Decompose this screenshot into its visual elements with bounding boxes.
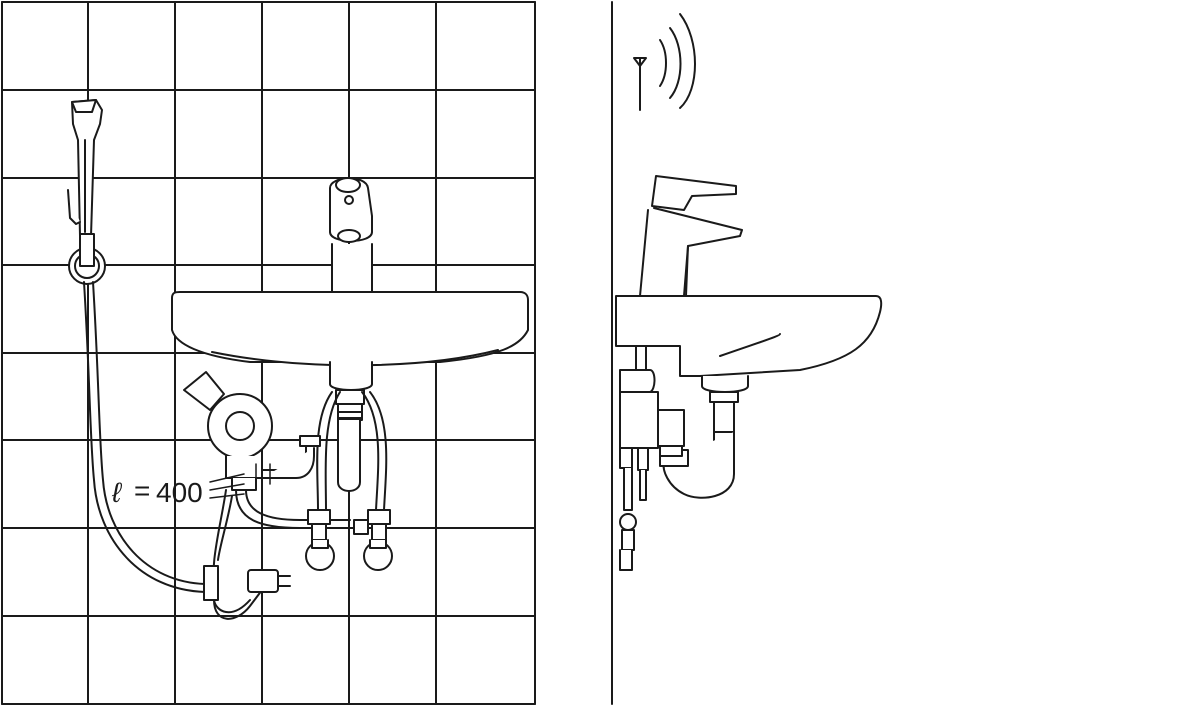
dimension-equals: = xyxy=(134,475,150,506)
shower-holder xyxy=(67,189,106,285)
shower-hose xyxy=(83,281,206,593)
front-view: ℓ = 400 xyxy=(1,1,536,705)
hand-shower xyxy=(71,99,103,237)
washbasin-front xyxy=(171,291,529,391)
basin-mixer-front xyxy=(329,177,373,293)
power-cable xyxy=(203,565,263,620)
side-view xyxy=(611,1,883,705)
plug-icon xyxy=(247,569,291,593)
side-valves xyxy=(619,447,649,571)
drain-trap-side xyxy=(659,391,739,499)
wireless-signal-icon xyxy=(633,13,696,111)
washbasin-side xyxy=(615,295,883,393)
angle-valve-left xyxy=(305,509,335,571)
control-unit-side xyxy=(619,345,685,457)
dimension-marks xyxy=(209,463,271,499)
drain-trap-front xyxy=(335,389,365,492)
dimension-value: 400 xyxy=(156,477,203,508)
dimension-symbol: ℓ xyxy=(111,477,123,508)
basin-mixer-side xyxy=(639,175,743,297)
angle-valve-right xyxy=(353,509,393,571)
control-unit xyxy=(183,371,321,491)
